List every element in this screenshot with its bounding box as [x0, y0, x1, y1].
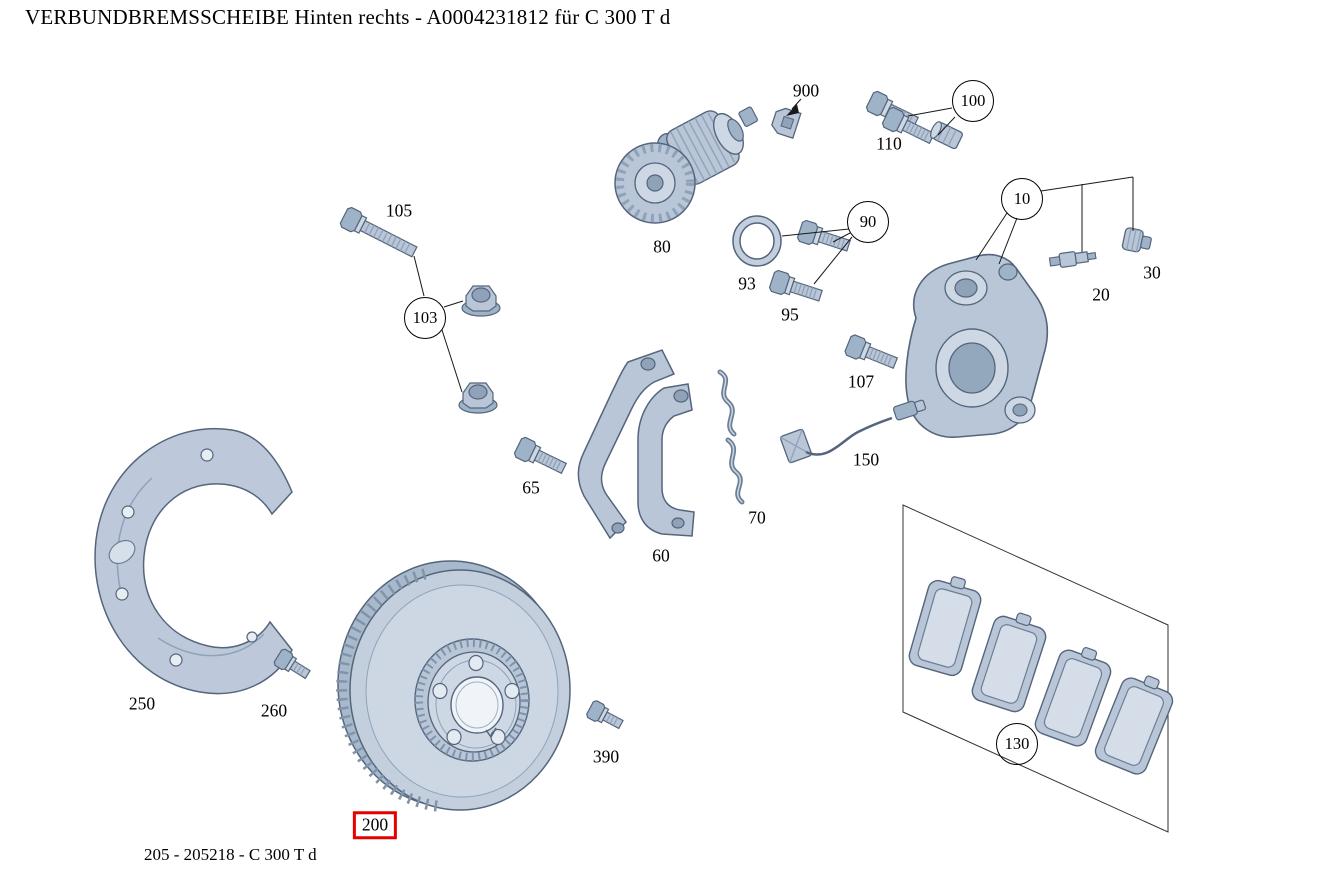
part-label-110[interactable]: 110 [876, 133, 902, 154]
part-label-20[interactable]: 20 [1092, 284, 1110, 305]
part-label-103[interactable]: 103 [404, 297, 446, 339]
caliper-bolt-part[interactable] [767, 268, 825, 307]
part-label-95[interactable]: 95 [781, 304, 799, 325]
leader-lines [413, 98, 1134, 393]
pad-spring-clips-part[interactable] [717, 369, 745, 505]
part-label-150[interactable]: 150 [852, 449, 880, 470]
part-label-90[interactable]: 90 [847, 201, 889, 243]
mounting-bolt-part[interactable] [843, 333, 901, 374]
pads-outline-box [902, 504, 1169, 833]
part-label-107[interactable]: 107 [847, 371, 875, 392]
brake-disc-part[interactable] [336, 560, 571, 812]
brake-pad-part[interactable] [969, 605, 1052, 715]
part-label-70[interactable]: 70 [748, 507, 766, 528]
part-label-900[interactable]: 900 [792, 80, 820, 101]
part-label-200-selected[interactable]: 200 [352, 811, 398, 839]
part-label-60[interactable]: 60 [652, 545, 670, 566]
part-label-130[interactable]: 130 [996, 723, 1038, 765]
splash-shield-part[interactable] [94, 427, 293, 695]
part-label-30[interactable]: 30 [1143, 262, 1161, 283]
o-ring-part[interactable] [732, 215, 782, 267]
part-label-100[interactable]: 100 [952, 80, 994, 122]
brake-caliper-part[interactable] [905, 253, 1049, 438]
part-label-390[interactable]: 390 [592, 746, 620, 767]
parking-brake-actuator-part[interactable] [614, 101, 759, 224]
guide-bushing-part[interactable] [928, 120, 963, 150]
bleeder-valve-part[interactable] [1048, 249, 1097, 269]
caliper-bolt-part[interactable] [795, 218, 853, 257]
part-label-260[interactable]: 260 [260, 700, 288, 721]
part-label-80[interactable]: 80 [653, 236, 671, 257]
part-label-10[interactable]: 10 [1001, 178, 1043, 220]
model-caption: 205 - 205218 - C 300 T d [144, 845, 317, 864]
bracket-bolt-part[interactable] [512, 435, 570, 479]
arrow-head-900 [786, 104, 799, 116]
part-label-93[interactable]: 93 [738, 273, 756, 294]
flange-nut-part[interactable] [458, 382, 498, 414]
part-label-65[interactable]: 65 [522, 477, 540, 498]
wear-sensor-part[interactable] [779, 398, 927, 464]
brake-pads-part[interactable] [902, 504, 1180, 833]
page-title: VERBUNDBREMSSCHEIBE Hinten rechts - A000… [25, 5, 671, 29]
electrical-connector-part[interactable] [770, 106, 802, 139]
caliper-bracket-part[interactable] [577, 349, 695, 540]
flange-nut-part[interactable] [461, 285, 501, 317]
dust-cap-part[interactable] [1121, 227, 1153, 254]
brake-pad-part[interactable] [906, 569, 986, 679]
part-label-250[interactable]: 250 [128, 693, 156, 714]
part-label-105[interactable]: 105 [385, 200, 413, 221]
disc-set-screw-part[interactable] [584, 699, 626, 734]
